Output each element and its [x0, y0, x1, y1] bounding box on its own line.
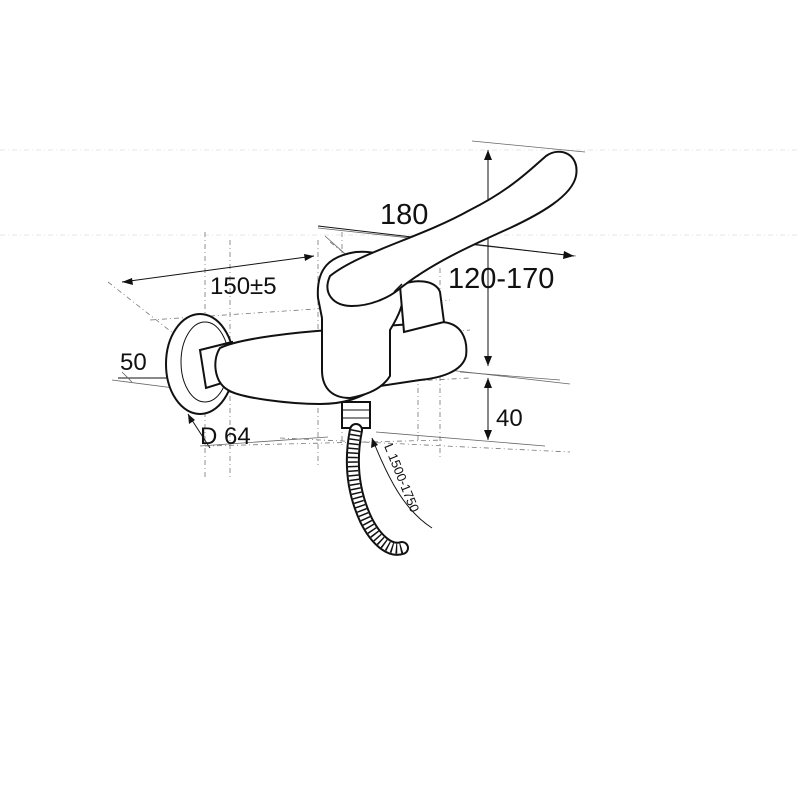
dim-height-range: 120-170: [448, 263, 554, 295]
body-extension: [398, 280, 446, 334]
dim-hose-length: L 1500-1750: [381, 442, 422, 515]
shower-hose: [345, 423, 409, 556]
dim-depth: 150±5: [210, 273, 277, 300]
dim-width: 180: [380, 199, 428, 231]
dim-rosette-diameter: D 64: [200, 423, 251, 450]
faucet-outline: [165, 150, 578, 429]
dim-rosette-depth: 50: [120, 349, 147, 376]
dim-handle-height: 40: [496, 405, 523, 432]
lever-handle: [326, 150, 578, 308]
